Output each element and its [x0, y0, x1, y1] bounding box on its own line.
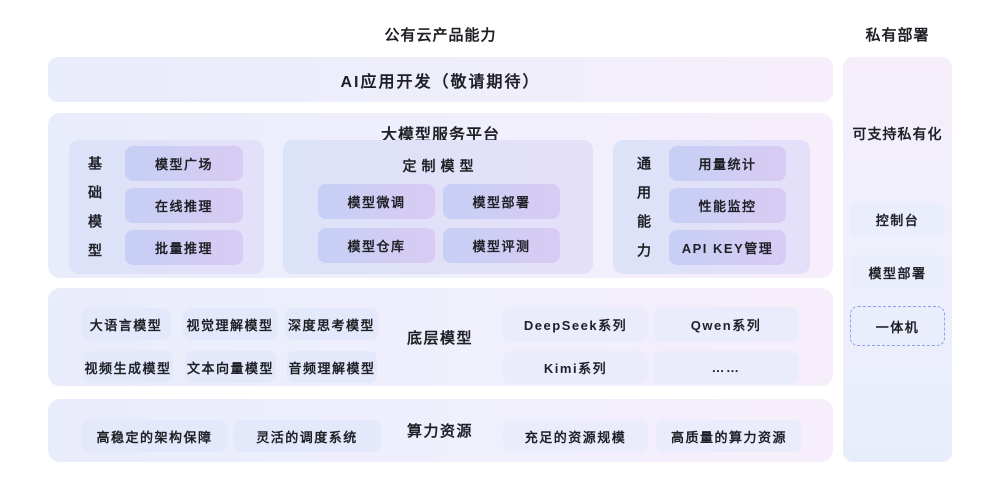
base-models-label: 基础模型	[87, 156, 103, 272]
custom-models-group: 定制模型 模型微调 模型部署 模型仓库 模型评测	[283, 140, 593, 274]
platform-title: 大模型服务平台	[380, 127, 500, 144]
private-deploy-title: 可支持私有化	[852, 126, 943, 142]
base-models-item: 在线推理	[125, 188, 243, 223]
compute-item: 高质量的算力资源	[656, 420, 802, 452]
private-deploy-item-dashed: 一体机	[850, 306, 945, 346]
compute-item: 灵活的调度系统	[233, 420, 381, 452]
common-capabilities-item: 用量统计	[669, 146, 786, 181]
common-capabilities-label: 通用能力	[636, 156, 652, 272]
custom-models-item: 模型微调	[318, 184, 435, 219]
foundation-category-item: 大语言模型	[81, 308, 171, 340]
ai-app-dev-banner-label: AI应用开发（敬请期待）	[340, 73, 541, 91]
custom-models-item: 模型部署	[443, 184, 560, 219]
foundation-category-item: 视觉理解模型	[183, 308, 277, 340]
foundation-series-item: DeepSeek系列	[503, 307, 648, 342]
foundation-category-item: 视频生成模型	[83, 351, 173, 383]
custom-models-title: 定制模型	[402, 158, 479, 174]
common-capabilities-item: 性能监控	[669, 188, 786, 223]
foundation-series-item: Qwen系列	[653, 307, 799, 342]
common-capabilities-item: API KEY管理	[669, 230, 786, 265]
custom-models-item: 模型仓库	[318, 228, 435, 263]
compute-resources-panel: 高稳定的架构保障 灵活的调度系统 算力资源 充足的资源规模 高质量的算力资源	[48, 399, 833, 462]
foundation-category-item: 音频理解模型	[287, 351, 377, 383]
foundation-models-panel: 大语言模型 视觉理解模型 深度思考模型 视频生成模型 文本向量模型 音频理解模型…	[48, 288, 833, 386]
base-models-item: 模型广场	[125, 146, 243, 181]
ai-app-dev-banner: AI应用开发（敬请期待）	[48, 57, 833, 102]
foundation-series-item: ……	[653, 351, 799, 384]
private-deploy-item: 控制台	[850, 202, 945, 237]
base-models-group: 基础模型 模型广场 在线推理 批量推理	[69, 140, 264, 274]
private-deploy-panel: 可支持私有化 控制台 模型部署 一体机	[843, 57, 952, 462]
foundation-category-item: 文本向量模型	[185, 351, 276, 383]
foundation-models-label: 底层模型	[406, 329, 473, 347]
foundation-series-item: Kimi系列	[503, 351, 648, 384]
public-cloud-header: 公有云产品能力	[384, 27, 497, 44]
private-deploy-header: 私有部署	[865, 27, 930, 44]
base-models-item: 批量推理	[125, 230, 243, 265]
model-service-platform-panel: 大模型服务平台 基础模型 模型广场 在线推理 批量推理 定制模型 模型微调 模型…	[48, 113, 833, 278]
foundation-category-item: 深度思考模型	[285, 308, 378, 340]
private-deploy-item: 模型部署	[850, 255, 945, 290]
custom-models-item: 模型评测	[443, 228, 560, 263]
compute-item: 充足的资源规模	[503, 420, 648, 452]
compute-resources-label: 算力资源	[406, 423, 473, 440]
common-capabilities-group: 通用能力 用量统计 性能监控 API KEY管理	[613, 140, 810, 274]
compute-item: 高稳定的架构保障	[81, 420, 228, 452]
